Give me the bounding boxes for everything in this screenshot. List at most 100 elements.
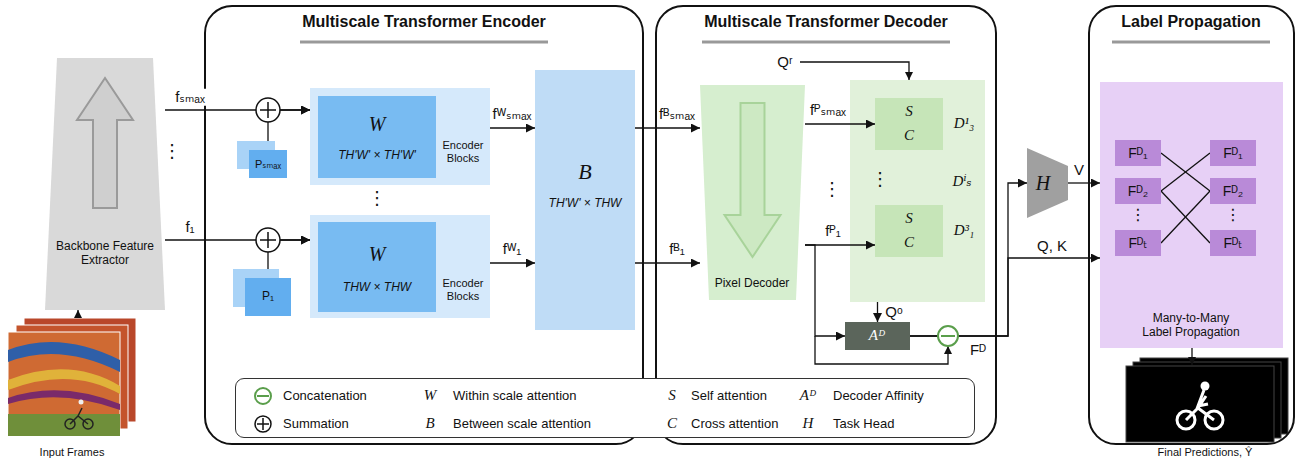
legend-text: Within scale attention	[453, 388, 577, 403]
node-text: S	[905, 210, 913, 227]
node-text: W	[369, 113, 386, 136]
input-frames-part	[8, 342, 120, 372]
edge-label: fᴮ₁	[668, 241, 685, 258]
prediction-masks-part	[1126, 366, 1274, 442]
pixel-decoder-outline	[700, 85, 805, 300]
input-frames-part	[79, 400, 84, 405]
connector	[1161, 191, 1210, 243]
edge-label: Qᵒ	[884, 304, 903, 321]
legend-text: Concatenation	[283, 388, 367, 403]
node-text: H	[1036, 172, 1050, 195]
node-text: Pₛₘₐₓ	[255, 158, 281, 171]
prediction-masks-part	[1186, 390, 1214, 420]
node-text: TH'W' × TH'W'	[338, 149, 415, 163]
legend-symbols-part	[257, 395, 269, 397]
feature-box: Fᴰ₁	[1115, 140, 1161, 166]
node-text: P₁	[262, 290, 274, 304]
pixel-decoder: Pixel Decoder	[700, 85, 805, 300]
concatenation-symbol-part	[941, 335, 955, 337]
legend-text: Cross attention	[691, 416, 778, 431]
feature-box: Fᴰ₁	[1210, 140, 1256, 166]
propagation-region-fill	[1100, 82, 1283, 348]
label-text: ⋮	[368, 189, 386, 209]
propagation-region: Fᴰ₁Fᴰ₂FᴰₜFᴰ₁Fᴰ₂FᴰₜMany-to-Many Label Pro…	[1100, 82, 1283, 348]
node-text: Aᴰ	[869, 327, 885, 344]
node-text: Fᴰₜ	[1129, 235, 1148, 251]
title-underlines-part	[702, 41, 950, 44]
legend-item: Cross attention	[691, 417, 778, 431]
feature-box: Fᴰ₂	[1210, 178, 1256, 204]
connector	[490, 127, 535, 128]
task-head: H	[1027, 148, 1068, 218]
node-text: C	[904, 234, 914, 251]
node-text: Label Propagation	[1121, 13, 1261, 31]
prediction-masks-part	[1201, 382, 1210, 391]
node-text: D¹₃	[954, 115, 975, 132]
edge-label: fᴾ₁	[824, 223, 842, 240]
backbone-trapezoid: Backbone Feature Extractor	[45, 58, 165, 310]
node-text: Dⁱₛ	[953, 173, 972, 190]
legend-item: Task Head	[833, 417, 894, 431]
attention-box: W THW × THW	[318, 222, 436, 312]
decoder-layer-box: SCD¹₃	[875, 98, 943, 150]
wires-part	[800, 62, 909, 80]
node-text: Encoder Blocks	[438, 139, 488, 164]
edge-label: fᴮₛₘₐₓ	[658, 106, 696, 123]
legend-symbols-part	[257, 418, 269, 430]
wires-part	[1191, 348, 1192, 365]
connector	[490, 262, 535, 263]
summation-symbol-part	[260, 232, 276, 248]
task-head-outline	[1027, 148, 1068, 218]
edge-label: f₁	[184, 219, 195, 236]
input-frames-part	[70, 408, 88, 424]
wires	[78, 62, 1192, 365]
summation-symbol-part	[256, 98, 280, 122]
node-text: B	[578, 159, 591, 184]
connector	[1161, 153, 1210, 191]
attention-box: W TH'W' × TH'W'	[318, 96, 436, 178]
node-text: Fᴰ₂	[1128, 183, 1148, 199]
legend-box: Concatenation Within scale attention Self …	[235, 378, 975, 438]
attention-box: B TH'W' × THW	[535, 70, 635, 330]
title-underlines-part	[300, 41, 548, 44]
title-underlines	[300, 41, 1270, 44]
backbone-trapezoid-outline	[77, 78, 133, 208]
legend-item: Self attention	[691, 389, 767, 403]
connector	[635, 127, 700, 128]
connector	[805, 123, 875, 124]
connector	[1161, 153, 1210, 191]
node-text: Backbone Feature Extractor	[49, 240, 161, 268]
feature-box: Fᴰ₂	[1115, 178, 1161, 204]
label-text: Input Frames	[40, 446, 105, 458]
input-frames-part	[8, 369, 120, 394]
node-text: TH'W' × THW	[549, 197, 622, 211]
label-text: ⋮	[1225, 206, 1241, 224]
node-text: Multiscale Transformer Decoder	[704, 13, 948, 31]
feature-box: Fᴰₜ	[1210, 230, 1256, 256]
legend-symbols-part	[255, 388, 271, 404]
input-frames	[8, 318, 136, 436]
legend-text: Self attention	[691, 388, 767, 403]
connector	[1068, 182, 1100, 183]
edge-label: fᴾₛₘₐₓ	[809, 102, 847, 119]
node-text: Fᴰ₁	[1223, 145, 1243, 161]
decoder-layer-box: SCD³₁	[875, 205, 943, 257]
prediction-masks	[1126, 358, 1288, 442]
edge-label: fᵂₛₘₐₓ	[492, 106, 533, 123]
node-text: Encoder Blocks	[438, 277, 488, 302]
label-text: ⋮	[1130, 206, 1146, 224]
label-text: ⋮	[823, 180, 841, 200]
edge-label: fₛₘₐₓ	[174, 89, 206, 106]
affinity-box: Aᴰ	[845, 322, 910, 350]
node-text: W	[369, 243, 386, 266]
edge-label: Q, K	[1036, 238, 1068, 255]
connector	[805, 245, 845, 336]
label-text: ⋮	[163, 142, 181, 162]
node-text: THW × THW	[343, 281, 411, 295]
attention-panel-fill	[850, 80, 985, 302]
node-text: Fᴰ₂	[1223, 183, 1243, 199]
node-text: Fᴰ₁	[1128, 145, 1148, 161]
pixel-decoder-outline	[725, 103, 781, 257]
input-frames-part	[8, 390, 120, 410]
